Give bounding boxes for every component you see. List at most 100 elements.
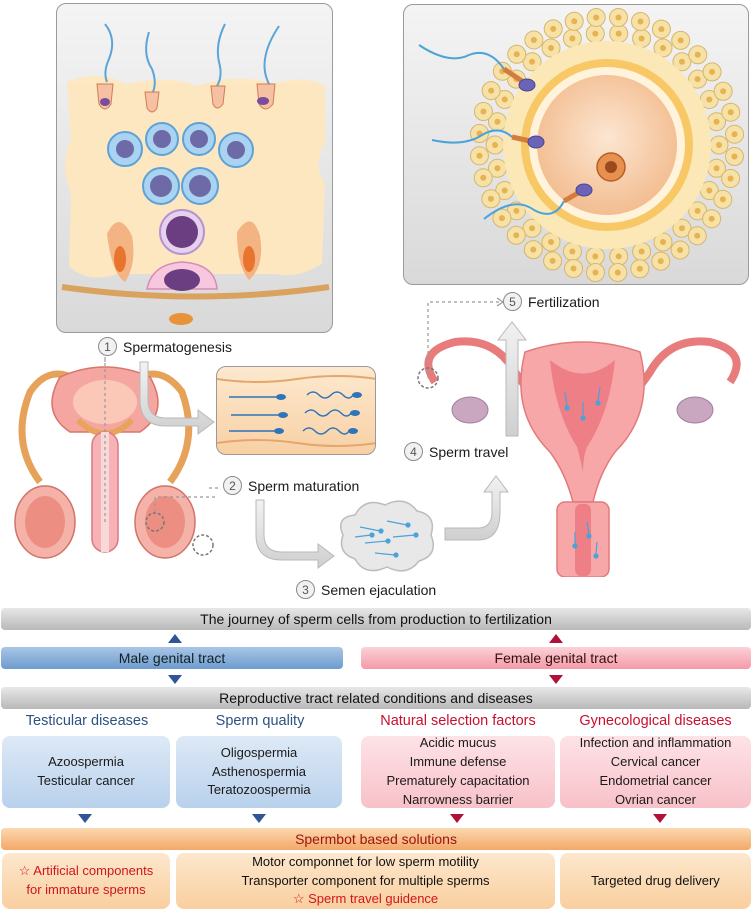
corona-cell-nucleus bbox=[694, 207, 701, 214]
list-item: Azoospermia bbox=[48, 754, 124, 770]
corona-cell-nucleus bbox=[487, 195, 494, 202]
step-sperm-maturation: 2 Sperm maturation bbox=[223, 476, 359, 495]
category-heading-sperm-quality: Sperm quality bbox=[215, 713, 305, 729]
corona-cell-nucleus bbox=[706, 187, 713, 194]
male-anatomy-illustration bbox=[14, 362, 215, 559]
corona-cell-nucleus bbox=[548, 238, 554, 245]
corona-cell-nucleus bbox=[720, 88, 727, 95]
arrow-4-to-5 bbox=[496, 321, 528, 437]
list-item: Testicular cancer bbox=[37, 773, 135, 788]
corona-cell-nucleus bbox=[638, 35, 645, 42]
corona-cell-nucleus bbox=[569, 248, 576, 255]
corona-cell-nucleus bbox=[494, 165, 501, 172]
corona-cell-nucleus bbox=[657, 258, 664, 265]
corona-cell-nucleus bbox=[569, 35, 576, 42]
corona-cell-nucleus bbox=[571, 18, 578, 25]
corona-cell-nucleus bbox=[492, 142, 498, 148]
step-number: 5 bbox=[503, 292, 522, 311]
corona-cell-nucleus bbox=[592, 30, 599, 37]
arrow-down-icon bbox=[549, 675, 563, 684]
arrow-3-to-4 bbox=[444, 475, 509, 541]
corona-cell-nucleus bbox=[658, 26, 665, 33]
solution-line: Sperm travel guidence bbox=[308, 891, 439, 907]
list-item: Oligospermia bbox=[220, 744, 298, 760]
corona-cell-nucleus bbox=[731, 153, 738, 160]
solution-artificial-components: ☆ Artificial components for immature spe… bbox=[2, 853, 170, 909]
corona-cell-nucleus bbox=[476, 152, 483, 159]
corona-cell-nucleus bbox=[694, 51, 701, 58]
corona-cell-nucleus bbox=[530, 36, 537, 43]
conditions-bar: Reproductive tract related conditions an… bbox=[1, 687, 751, 709]
corona-cell-nucleus bbox=[706, 96, 713, 103]
maturation-panel bbox=[216, 366, 376, 455]
corona-cell-nucleus bbox=[713, 165, 720, 172]
corona-cell-nucleus bbox=[660, 45, 666, 52]
list-item: Acidic mucus bbox=[419, 735, 497, 751]
arrow-down-icon bbox=[168, 675, 182, 684]
step-number: 4 bbox=[404, 442, 423, 461]
corona-cell-nucleus bbox=[494, 118, 501, 125]
corona-cell-nucleus bbox=[615, 253, 622, 260]
corona-cell-nucleus bbox=[614, 269, 621, 276]
list-item: Ovrian cancer bbox=[615, 791, 696, 807]
semen-cloud-illustration bbox=[340, 500, 434, 572]
step-label: Sperm travel bbox=[429, 443, 509, 460]
step-label: Semen ejaculation bbox=[321, 581, 437, 598]
female-tract-bar: Female genital tract bbox=[361, 647, 751, 669]
step-fertilization: 5 Fertilization bbox=[503, 292, 600, 311]
corona-cell-nucleus bbox=[727, 109, 734, 116]
step-spermatogenesis: 1 Spermatogenesis bbox=[98, 337, 232, 356]
category-heading-natural-selection: Natural selection factors bbox=[380, 713, 536, 729]
card-testicular-diseases: Azoospermia Testicular cancer bbox=[2, 736, 170, 808]
corona-cell-nucleus bbox=[694, 232, 701, 239]
list-item: Teratozoospermia bbox=[207, 782, 311, 798]
corona-cell-nucleus bbox=[529, 58, 536, 65]
corona-cell-nucleus bbox=[488, 87, 495, 94]
corona-cell-nucleus bbox=[716, 142, 722, 148]
corona-cell-nucleus bbox=[501, 96, 508, 103]
corona-cell-nucleus bbox=[593, 14, 600, 21]
solution-line: Transporter component for multiple sperm… bbox=[241, 872, 490, 888]
corona-cell-nucleus bbox=[480, 174, 487, 181]
card-gynecological: Infection and inflammation Cervical canc… bbox=[560, 735, 751, 808]
solution-line: Artificial components bbox=[33, 863, 154, 879]
corona-cell-nucleus bbox=[592, 253, 599, 260]
card-sperm-quality: Oligospermia Asthenospermia Teratozoospe… bbox=[176, 736, 342, 808]
corona-cell-nucleus bbox=[708, 215, 715, 222]
list-item: Cervical cancer bbox=[610, 754, 701, 770]
corona-cell-nucleus bbox=[713, 118, 720, 125]
corona-cell-nucleus bbox=[709, 68, 716, 75]
solution-targeted-drug-delivery: Targeted drug delivery bbox=[560, 853, 751, 909]
step-number: 2 bbox=[223, 476, 242, 495]
corona-cell-nucleus bbox=[480, 108, 487, 115]
corona-cell-nucleus bbox=[530, 246, 537, 253]
arrow-2-to-3 bbox=[255, 499, 335, 569]
solution-line: for immature sperms bbox=[26, 882, 146, 897]
corona-cell-nucleus bbox=[694, 76, 701, 83]
flow-arrows bbox=[104, 297, 528, 569]
step-label: Fertilization bbox=[528, 293, 600, 310]
corona-cell-nucleus bbox=[727, 175, 734, 182]
fertilization-panel bbox=[403, 4, 749, 285]
corona-cell-nucleus bbox=[513, 51, 520, 58]
card-natural-selection: Acidic mucus Immune defense Prematurely … bbox=[361, 735, 555, 808]
solution-line: Targeted drug delivery bbox=[591, 872, 720, 888]
corona-cell-nucleus bbox=[549, 257, 556, 264]
spermatogenesis-panel bbox=[56, 3, 333, 333]
egg-fertilization-illustration bbox=[418, 7, 745, 283]
solution-motor-transporter: Motor componnet for low sperm motility T… bbox=[176, 853, 555, 909]
corona-cell-nucleus bbox=[678, 225, 685, 232]
corona-cell-nucleus bbox=[550, 25, 557, 32]
category-heading-gynecological: Gynecological diseases bbox=[579, 713, 732, 729]
corona-cell-nucleus bbox=[615, 30, 622, 37]
arrow-down-icon bbox=[78, 814, 92, 823]
step-sperm-travel: 4 Sperm travel bbox=[404, 442, 508, 461]
corona-cell-nucleus bbox=[636, 265, 643, 272]
step-semen-ejaculation: 3 Semen ejaculation bbox=[296, 580, 436, 599]
journey-bar: The journey of sperm cells from producti… bbox=[1, 608, 751, 630]
corona-cell-nucleus bbox=[638, 248, 645, 255]
category-heading-testicular: Testicular diseases bbox=[25, 713, 149, 729]
list-item: Asthenospermia bbox=[212, 763, 306, 779]
corona-cell-nucleus bbox=[637, 18, 644, 25]
maturing-sperm-illustration bbox=[217, 375, 375, 447]
